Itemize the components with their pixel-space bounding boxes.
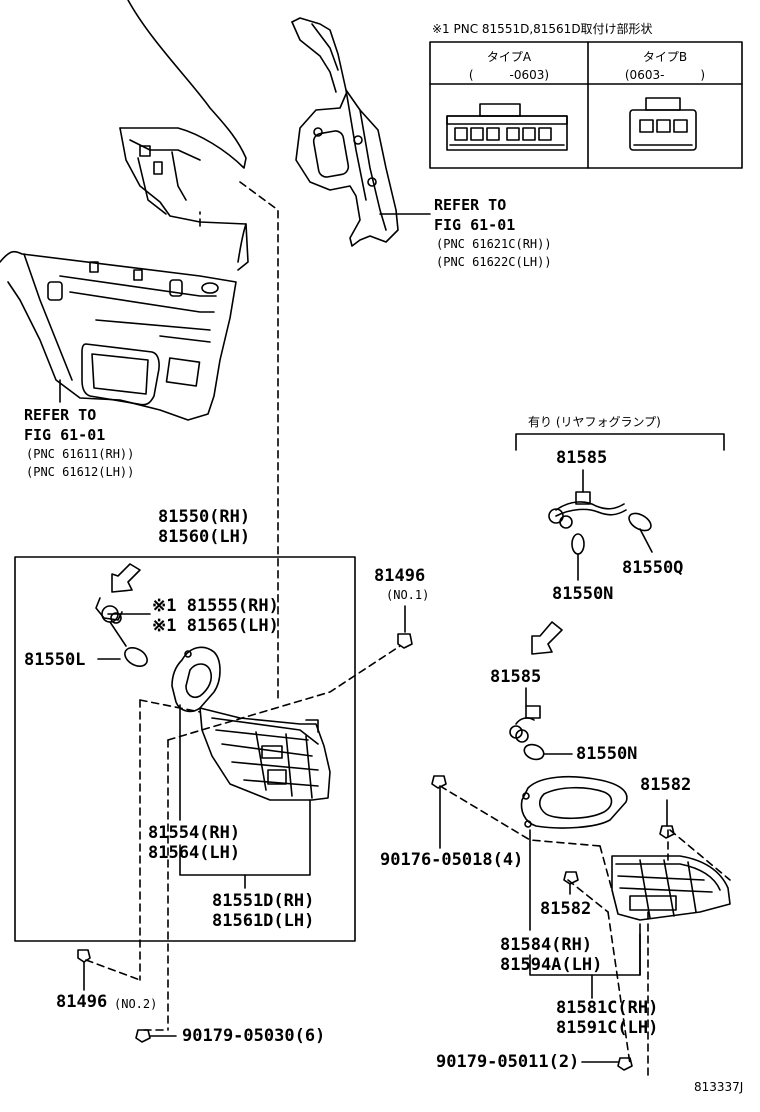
label-81585-upper: 81585 — [556, 448, 608, 468]
nut-90179-05030-drawing — [135, 1029, 177, 1043]
gasket-81584-drawing — [520, 775, 628, 829]
label-81550-rh: 81550(RH) — [158, 507, 251, 527]
direction-arrow-icon — [111, 563, 141, 593]
label-81496-no1: 81496 — [374, 566, 426, 586]
type-a-connector-icon — [446, 103, 568, 151]
clip-81582-lower-drawing — [563, 871, 579, 895]
upper-body-panel-drawing — [119, 0, 249, 271]
label-81565-lh: ※1 81565(LH) — [152, 616, 279, 636]
label-81550L: 81550L — [24, 650, 86, 670]
label-81591C-lh: 81591C(LH) — [556, 1018, 659, 1038]
label-81584-rh: 81584(RH) — [500, 935, 593, 955]
label-81554-rh: 81554(RH) — [148, 823, 241, 843]
refer-top-line4: (PNC 61622C(LH)) — [436, 255, 552, 269]
refer-top-line3: (PNC 61621C(RH)) — [436, 237, 552, 251]
fog-bracket-line — [515, 433, 725, 451]
clip-81582-upper-drawing — [659, 799, 675, 839]
clip-81496-no1-drawing — [397, 605, 413, 649]
refer-left-line4: (PNC 61612(LH)) — [26, 465, 135, 479]
clip-81496-no2-drawing — [77, 949, 91, 991]
refer-left-line2: FIG 61-01 — [24, 426, 106, 444]
fog-socket-81585-lower-drawing — [509, 687, 573, 761]
label-90179-05030: 90179-05030(6) — [182, 1026, 326, 1046]
label-81555-rh: ※1 81555(RH) — [152, 596, 279, 616]
tail-lamp-assembly-frame — [14, 556, 356, 942]
label-81496-no1-suffix: (NO.1) — [386, 588, 430, 602]
fog-note: 有り (リヤフォグランプ) — [528, 415, 661, 429]
type-b-range: (0603- ) — [624, 68, 706, 82]
fog-lamp-81581C-drawing — [611, 855, 731, 921]
label-81560-lh: 81560(LH) — [158, 527, 251, 547]
label-81551D-rh: 81551D(RH) — [212, 891, 315, 911]
label-81582-lower: 81582 — [540, 899, 592, 919]
type-b-connector-icon — [629, 97, 697, 151]
tail-lamp-81551D-drawing — [199, 707, 331, 801]
type-a-label: タイプA — [486, 50, 532, 64]
label-81496-no2: 81496 — [56, 992, 108, 1012]
nut-90179-05011-drawing — [581, 1057, 633, 1071]
figure-id: 813337J — [694, 1080, 744, 1094]
fog-socket-81585-upper-drawing — [548, 469, 653, 581]
label-90179-05011: 90179-05011(2) — [436, 1052, 580, 1072]
mounting-type-inset-table — [429, 41, 743, 169]
gasket-81554-drawing — [171, 646, 221, 713]
socket-bulb-81555-drawing — [95, 597, 151, 667]
direction-arrow-right-icon — [531, 621, 563, 655]
type-b-label: タイプB — [642, 50, 688, 64]
label-81550Q: 81550Q — [622, 558, 684, 578]
refer-top-line2: FIG 61-01 — [434, 216, 516, 234]
type-a-range: ( -0603) — [468, 68, 550, 82]
lower-body-panel-drawing — [0, 250, 237, 421]
refer-left-line1: REFER TO — [24, 406, 97, 424]
label-81496-no2-suffix: (NO.2) — [114, 997, 158, 1011]
label-81582-upper: 81582 — [640, 775, 692, 795]
refer-top-line1: REFER TO — [434, 196, 507, 214]
label-90176-05018: 90176-05018(4) — [380, 850, 524, 870]
inset-title: ※1 PNC 81551D,81561D取付け部形状 — [432, 22, 653, 36]
quarter-inner-bracket-drawing — [291, 17, 431, 247]
label-81550N-lower: 81550N — [576, 744, 638, 764]
label-81594A-lh: 81594A(LH) — [500, 955, 603, 975]
label-81561D-lh: 81561D(LH) — [212, 911, 315, 931]
label-81564-lh: 81564(LH) — [148, 843, 241, 863]
label-81585-lower: 81585 — [490, 667, 542, 687]
clip-90176-05018-drawing — [431, 775, 447, 849]
label-81550N-upper: 81550N — [552, 584, 614, 604]
refer-left-line3: (PNC 61611(RH)) — [26, 447, 135, 461]
label-81581C-rh: 81581C(RH) — [556, 998, 659, 1018]
